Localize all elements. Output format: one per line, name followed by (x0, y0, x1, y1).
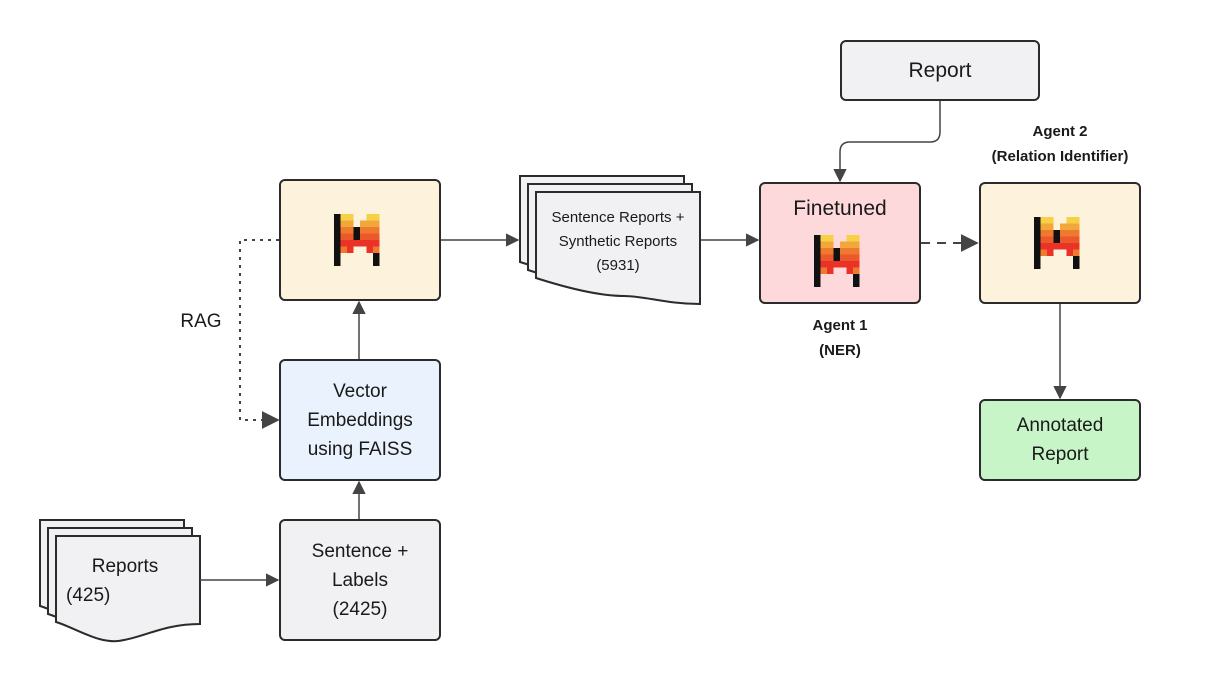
mistral-logo-icon (814, 235, 860, 287)
rag-label: RAG (180, 311, 222, 332)
finetuned-agent1-box: Finetuned (759, 182, 921, 304)
reports-document-stack (39, 519, 201, 643)
agent2-box (979, 182, 1141, 304)
mistral-logo-icon (1034, 217, 1080, 269)
vector-embeddings-box: Vector Embeddings using FAISS (279, 359, 441, 481)
vector-embeddings-label: Vector Embeddings using FAISS (307, 380, 413, 460)
annotated-report-box: Annotated Report (979, 399, 1141, 481)
synthetic-document-stack (519, 175, 701, 306)
finetuned-label: Finetuned (793, 197, 887, 220)
sentence-labels-box: Sentence + Labels (2425) (279, 519, 441, 641)
sentence-labels-label: Sentence + Labels (2425) (311, 540, 409, 620)
reports-document-count: (425) (66, 585, 111, 606)
reports-document-title: Reports (91, 556, 159, 577)
synthetic-document-label: Sentence Reports + Synthetic Reports (59… (551, 209, 685, 274)
report-input-label: Report (908, 59, 972, 82)
agent2-label: Agent 2 (Relation Identifier) (991, 123, 1129, 165)
generator-llm-box (279, 179, 441, 301)
arrow-rag-dotted (239, 239, 280, 429)
annotated-report-label: Annotated Report (1016, 415, 1104, 465)
arrow-report-to-finetuned (833, 101, 941, 183)
agent1-label: Agent 1 (NER) (812, 317, 868, 359)
report-input-box: Report (840, 40, 1040, 101)
mistral-logo-icon (334, 214, 380, 266)
